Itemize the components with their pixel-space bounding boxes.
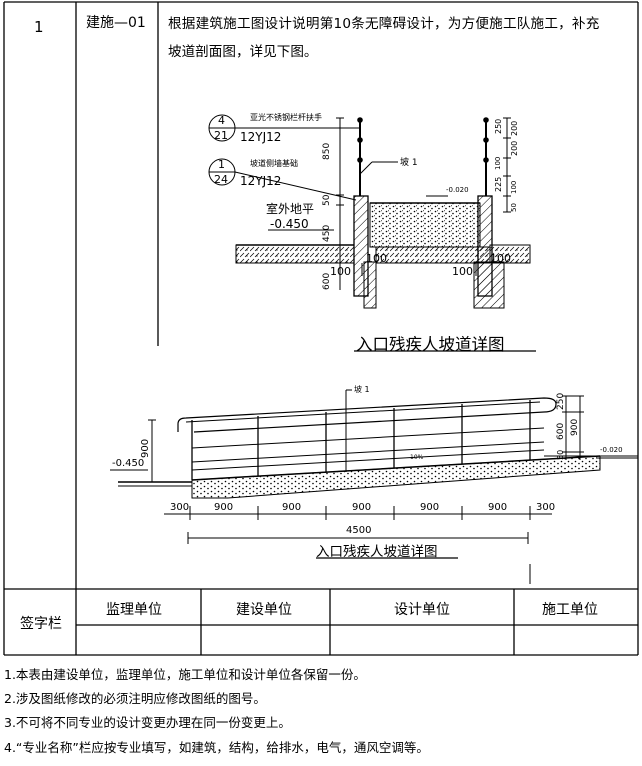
elevation-total: 4500: [346, 525, 372, 536]
elevation-dim-5: 900: [488, 502, 508, 513]
drawing-code: 建施—01: [86, 15, 146, 31]
row-index: 1: [34, 18, 44, 36]
elevation-dim-1: 900: [214, 502, 234, 513]
signature-col-supervisor: 监理单位: [106, 602, 162, 618]
ref-tag-1-ref: 12YJ12: [240, 130, 282, 144]
signature-label: 签字栏: [20, 616, 62, 632]
note-1: 1.本表由建设单位，监理单位，施工单位和设计单位各保留一份。: [4, 667, 366, 682]
elevation-dim-3: 900: [352, 502, 372, 513]
elevation-title: 入口残疾人坡道详图: [316, 544, 438, 560]
section-slope-level: -0.020: [446, 186, 469, 194]
description-line-2: 坡道剖面图，详见下图。: [168, 44, 318, 60]
signature-cell-contractor[interactable]: [515, 626, 637, 654]
ground-level: -0.450: [270, 217, 309, 231]
ref-tag-1-sheet: 21: [214, 129, 228, 142]
signature-col-contractor: 施工单位: [542, 602, 598, 618]
ground-label: 室外地平: [266, 202, 315, 216]
signature-col-designer: 设计单位: [394, 602, 450, 618]
elevation-slope-label: 坡 1: [354, 385, 370, 394]
note-4: 4.“专业名称”栏应按专业填写，如建筑，结构，给排水，电气，通风空调等。: [4, 740, 429, 755]
foot-dim-100-c: 100: [452, 265, 473, 278]
section-slope-label: 坡 1: [400, 158, 418, 168]
elevation-dim-900-left: 900: [140, 438, 151, 458]
signature-cell-owner[interactable]: [202, 626, 329, 654]
foot-dim-100-a: 100: [330, 265, 351, 278]
ref-tag-1-label: 亚光不锈钢栏杆扶手: [250, 113, 322, 122]
elevation-grade: 10%: [410, 454, 424, 461]
elevation-dim-900-right: 900: [570, 418, 580, 436]
elevation-dim-250: 250: [556, 392, 566, 410]
ref-tag-2-sheet: 24: [214, 173, 228, 186]
section-title: 入口残疾人坡道详图: [356, 335, 505, 354]
elevation-dim-50: 50: [556, 449, 565, 460]
elevation-dim-600: 600: [556, 422, 566, 440]
elevation-right-level: -0.020: [600, 446, 623, 454]
signature-col-owner: 建设单位: [236, 602, 292, 618]
elevation-dim-2: 900: [282, 502, 302, 513]
ref-tag-2-label: 坡道侧墙基础: [250, 159, 298, 168]
elevation-left-level: -0.450: [112, 458, 145, 469]
ref-tag-2-number: 1: [218, 158, 225, 171]
ref-tag-2-ref: 12YJ12: [240, 174, 282, 188]
elevation-dim-6: 300: [536, 502, 556, 513]
signature-cell-supervisor[interactable]: [77, 626, 200, 654]
signature-cell-designer[interactable]: [331, 626, 513, 654]
description-line-1: 根据建筑施工图设计说明第10条无障碍设计，为方便施工队施工，补充: [168, 16, 600, 32]
ref-tag-1-number: 4: [218, 114, 225, 127]
elevation-dim-4: 900: [420, 502, 440, 513]
foot-dim-100-b: 100: [366, 252, 387, 265]
foot-dim-100-d: 100: [490, 252, 511, 265]
note-3: 3.不可将不同专业的设计变更办理在同一份变更上。: [4, 715, 291, 730]
note-2: 2.涉及图纸修改的必须注明应修改图纸的图号。: [4, 691, 266, 706]
elevation-dim-0: 300: [170, 502, 190, 513]
